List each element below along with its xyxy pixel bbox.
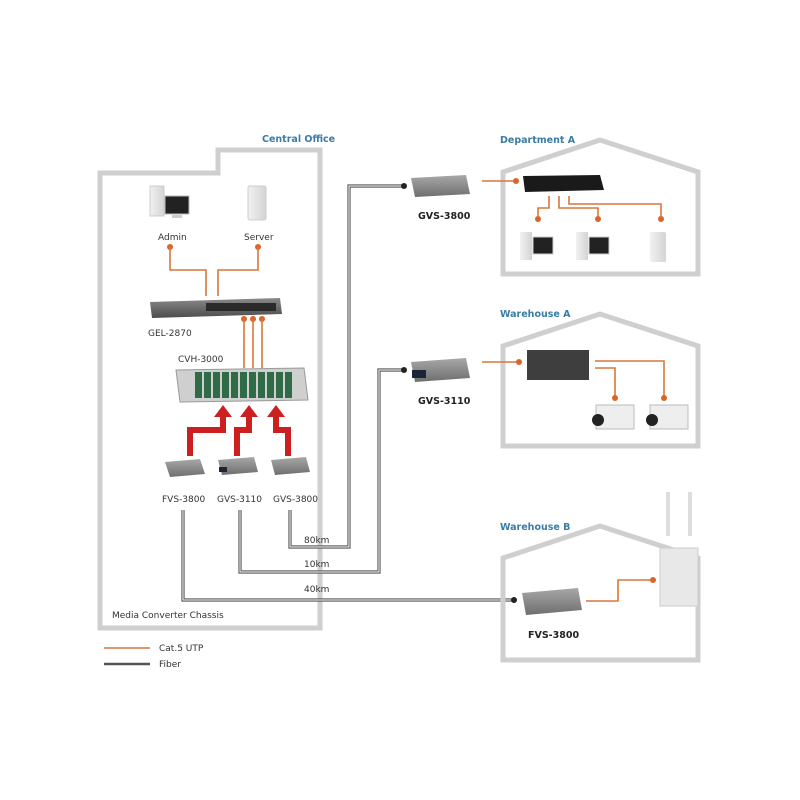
wh-b-cable bbox=[586, 579, 652, 602]
department-a-title: Department A bbox=[500, 135, 576, 146]
chassis-label: CVH-3000 bbox=[178, 355, 224, 365]
server-cable bbox=[217, 247, 259, 296]
chassis-caption: Media Converter Chassis bbox=[112, 611, 224, 621]
department-a-building bbox=[500, 137, 701, 277]
port-dot bbox=[513, 178, 519, 184]
warehouse-a-building bbox=[500, 311, 701, 449]
port-dot bbox=[661, 395, 667, 401]
dept-a-converter-label: GVS-3800 bbox=[418, 211, 471, 222]
legend-cat5-label: Cat.5 UTP bbox=[159, 644, 204, 654]
fiber-links bbox=[181, 184, 513, 602]
dept-a-server-icon bbox=[650, 232, 666, 262]
server-label: Server bbox=[244, 233, 274, 243]
switch-chassis-cables bbox=[243, 319, 263, 368]
admin-computer-icon bbox=[149, 185, 190, 218]
gvs-3800-converter-icon bbox=[271, 457, 310, 475]
port-dot bbox=[612, 395, 618, 401]
port-dot bbox=[595, 216, 601, 222]
distance-80km: 80km bbox=[304, 536, 329, 546]
warehouse-b-building bbox=[500, 523, 701, 663]
distance-10km: 10km bbox=[304, 560, 329, 570]
central-office-border bbox=[97, 147, 323, 631]
gvs-3110-remote-icon bbox=[411, 358, 470, 382]
distance-40km: 40km bbox=[304, 585, 329, 595]
port-dot bbox=[516, 359, 522, 365]
fiber-end-dot bbox=[511, 597, 517, 603]
legend-fiber-label: Fiber bbox=[159, 660, 181, 670]
gvs-3110-converter-icon bbox=[218, 457, 258, 475]
insert-arrows bbox=[187, 405, 291, 456]
wh-a-switch-icon bbox=[527, 350, 589, 380]
wh-b-converter-label: FVS-3800 bbox=[528, 630, 579, 641]
port-dot bbox=[658, 216, 664, 222]
wh-a-converter-label: GVS-3110 bbox=[418, 396, 471, 407]
dept-a-cables bbox=[537, 196, 662, 218]
port-dot bbox=[535, 216, 541, 222]
wireless-access-point-icon bbox=[659, 492, 699, 607]
fiber-end-dot bbox=[401, 367, 407, 373]
conv1-label: FVS-3800 bbox=[162, 495, 205, 505]
ip-camera-icon bbox=[646, 404, 689, 430]
fvs-3800-remote-icon bbox=[522, 588, 582, 615]
switch-label: GEL-2870 bbox=[148, 329, 192, 339]
warehouse-b-title: Warehouse B bbox=[500, 522, 570, 533]
conv2-label: GVS-3110 bbox=[217, 495, 262, 505]
wh-a-cables bbox=[595, 360, 665, 397]
central-office-title: Central Office bbox=[262, 134, 335, 145]
conv3-label: GVS-3800 bbox=[273, 495, 318, 505]
gel-2870-switch-icon bbox=[150, 298, 282, 318]
dept-a-pc-icon bbox=[576, 232, 610, 260]
fvs-3800-converter-icon bbox=[165, 459, 205, 477]
gvs-3800-remote-icon bbox=[411, 175, 470, 197]
dept-a-switch-icon bbox=[523, 175, 604, 192]
cvh-3000-chassis-icon bbox=[175, 367, 309, 403]
admin-label: Admin bbox=[158, 233, 187, 243]
server-icon bbox=[247, 185, 267, 221]
fiber-end-dot bbox=[401, 183, 407, 189]
port-dot bbox=[650, 577, 656, 583]
admin-cable bbox=[169, 247, 207, 296]
warehouse-a-title: Warehouse A bbox=[500, 309, 571, 320]
dept-a-pc-icon bbox=[520, 232, 554, 260]
ip-camera-icon bbox=[592, 404, 635, 430]
